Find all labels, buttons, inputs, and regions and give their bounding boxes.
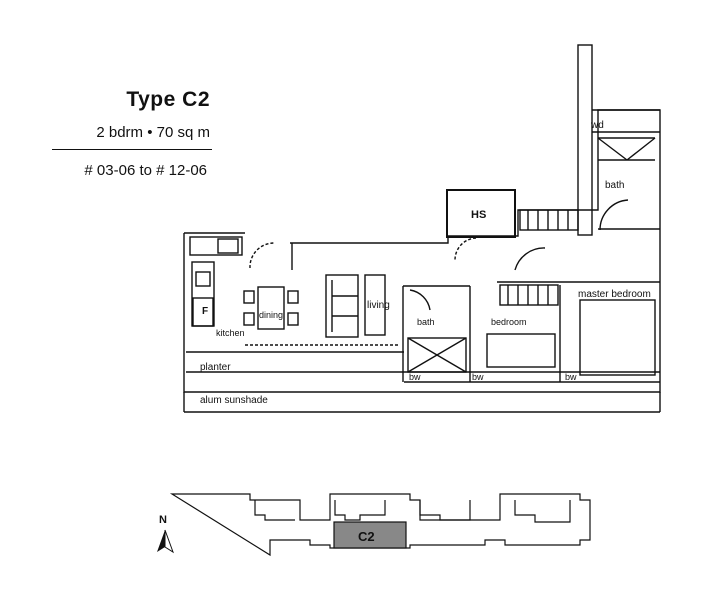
header-divider [52,149,212,150]
key-plan [169,493,591,557]
room-label-bath2: bath [417,317,435,327]
outer-wall [183,109,661,393]
room-label-living: living [367,300,390,311]
label-alum-sunshade: alum sunshade [200,395,268,406]
fridge-label: F [202,306,208,317]
unit-range: # 03-06 to # 12-06 [84,162,207,179]
room-label-dining: dining [259,310,283,320]
unit-type-title: Type C2 [126,88,210,111]
household-shelter [446,189,516,238]
unit-spec: 2 bdrm • 70 sq m [96,124,210,141]
shaft [577,44,593,236]
room-label-hs: HS [471,209,486,221]
key-plan-unit-c2 [333,521,407,549]
room-label-bedroom: bedroom [491,317,527,327]
room-label-bath: bath [605,180,624,191]
key-plan-unit-label: C2 [358,529,375,544]
room-label-kitchen: kitchen [216,328,245,338]
label-bay-window-2: bw [472,372,484,382]
label-planter: planter [200,362,231,373]
room-label-wd: wd [590,120,604,131]
label-bay-window-1: bw [409,372,421,382]
room-label-master-bedroom: master bedroom [578,289,651,300]
label-bay-window-3: bw [565,372,577,382]
north-label: N [159,514,167,526]
north-arrow-icon [157,529,174,554]
